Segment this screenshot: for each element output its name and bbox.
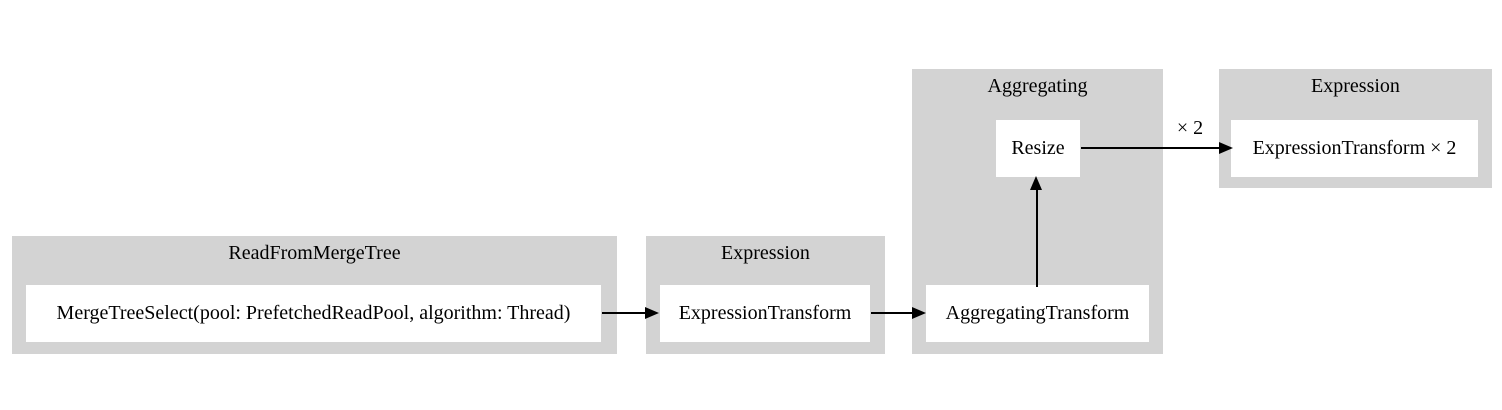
node-aggregating-transform: AggregatingTransform — [926, 285, 1149, 342]
cluster-expression-second: Expression ExpressionTransform × 2 — [1219, 69, 1492, 188]
arrowhead-right-icon — [645, 307, 659, 319]
edge-resize-to-expressiontransform-x2-line — [1081, 147, 1219, 149]
cluster-title: Expression — [1311, 75, 1400, 97]
node-merge-tree-select: MergeTreeSelect(pool: PrefetchedReadPool… — [26, 285, 601, 342]
node-expression-transform: ExpressionTransform — [660, 285, 870, 342]
node-expression-transform-x2: ExpressionTransform × 2 — [1231, 120, 1478, 177]
edge-label-x2: × 2 — [1176, 117, 1204, 139]
cluster-title: ReadFromMergeTree — [228, 242, 401, 264]
cluster-read-from-merge-tree: ReadFromMergeTree MergeTreeSelect(pool: … — [12, 236, 617, 354]
cluster-aggregating: Aggregating Resize AggregatingTransform — [912, 69, 1163, 354]
arrowhead-right-icon — [1219, 142, 1233, 154]
arrowhead-up-icon — [1030, 176, 1042, 190]
node-resize: Resize — [996, 120, 1080, 177]
edge-mergetreeselect-to-expressiontransform-line — [602, 312, 645, 314]
arrowhead-right-icon — [912, 307, 926, 319]
cluster-expression-first: Expression ExpressionTransform — [646, 236, 885, 354]
cluster-title: Expression — [721, 242, 810, 264]
edge-aggregatingtransform-to-resize-line — [1036, 190, 1038, 287]
edge-expressiontransform-to-aggregatingtransform-line — [871, 312, 912, 314]
cluster-title: Aggregating — [987, 75, 1088, 97]
